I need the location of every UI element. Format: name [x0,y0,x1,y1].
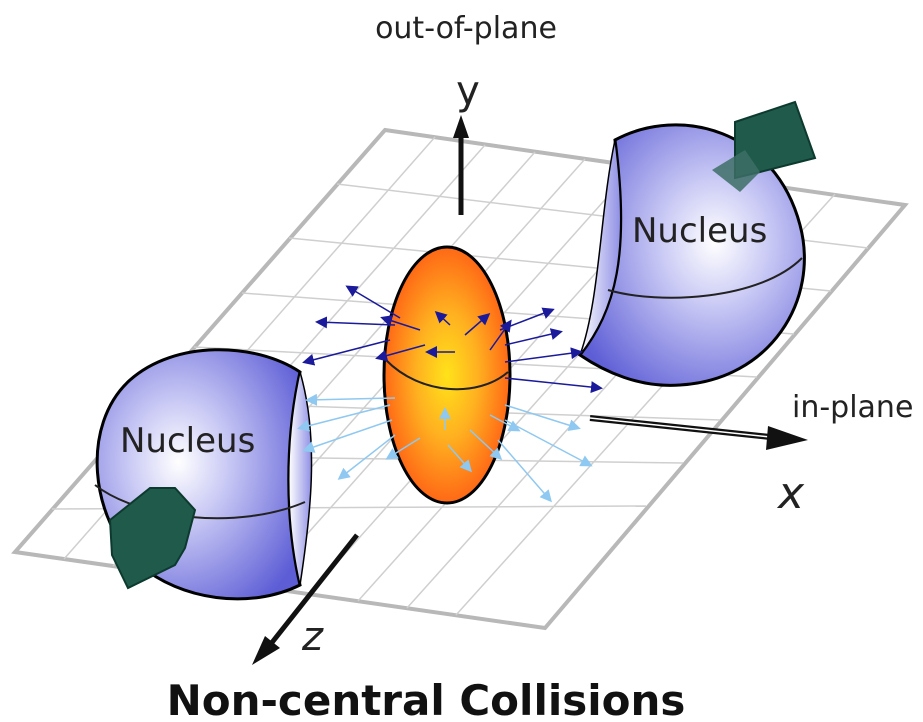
nucleus-left-label: Nucleus [120,421,255,461]
nucleus-right-label: Nucleus [632,211,767,251]
x-axis-label: x [776,468,805,519]
right-arrow-icon [766,426,808,450]
x-axis-caption: in-plane [792,390,913,425]
y-axis-label: y [456,68,480,114]
z-axis-label: z [301,614,324,660]
y-axis-caption: out-of-plane [375,11,557,46]
diagram-title: Non-central Collisions [167,676,686,722]
overlap-region [384,247,510,503]
nucleus-left: Nucleus [95,350,312,599]
up-arrow-icon [453,115,469,138]
